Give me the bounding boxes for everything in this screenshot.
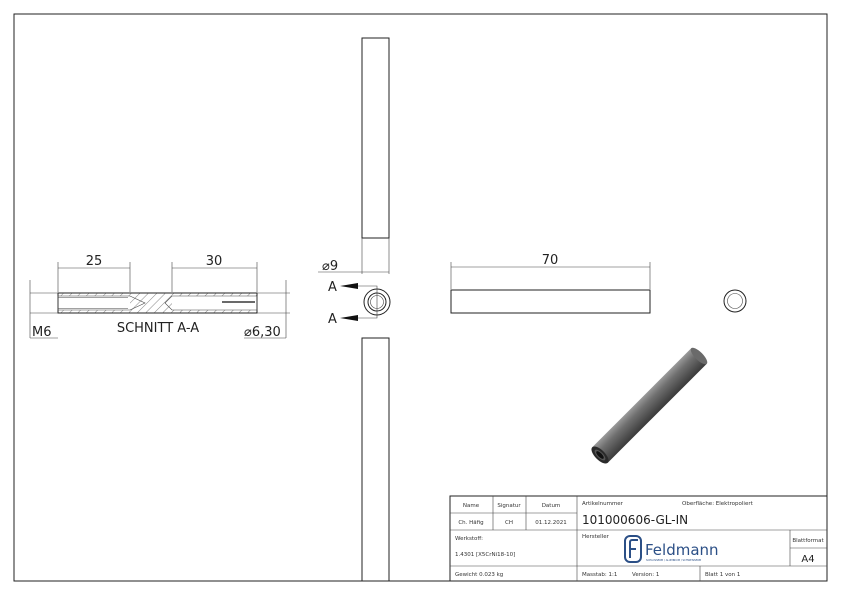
isometric-rod	[591, 347, 708, 464]
logo-tagline: SCHLOSSEREI / ALUMINIUM / SCHWEISSEREI	[646, 558, 702, 562]
format-value: A4	[801, 554, 814, 565]
title-block: Name Signatur Datum Ch. Häfig CH 01.12.2…	[449, 495, 828, 582]
manufacturer-label: Hersteller	[582, 534, 610, 540]
section-view: 25 30 M6 ⌀6,30 SCHNITT A-A	[29, 254, 290, 340]
feldmann-logo: Feldmann SCHLOSSEREI / ALUMINIUM / SCHWE…	[624, 535, 719, 563]
name-label: Name	[463, 503, 480, 509]
scale: Masstab: 1:1	[582, 572, 617, 578]
thread-label: M6	[32, 325, 52, 340]
material-value: 1.4301 [X5CrNi18-10]	[455, 552, 515, 558]
logo-text: Feldmann	[645, 541, 719, 559]
surface-label: Oberfläche: Elektropoliert	[682, 501, 754, 507]
section-mark-bottom: A	[328, 312, 337, 327]
format-label: Blattformat	[792, 538, 824, 544]
date-value: 01.12.2021	[535, 520, 567, 526]
weight: Gewicht 0.023 kg	[455, 572, 503, 578]
article-number: 101000606-GL-IN	[582, 513, 688, 527]
dim-bore-length: 30	[206, 254, 223, 269]
drawing-frame	[13, 13, 828, 582]
signature-label: Signatur	[497, 503, 521, 509]
sheet: Blatt 1 von 1	[705, 572, 740, 578]
side-view: 70	[450, 253, 747, 314]
name-value: Ch. Häfig	[458, 520, 483, 526]
version: Version: 1	[632, 572, 659, 578]
side-length: 70	[542, 253, 559, 268]
section-mark-top: A	[328, 280, 337, 295]
section-title: SCHNITT A-A	[117, 321, 199, 336]
dim-thread-length: 25	[86, 254, 103, 269]
article-label: Artikelnummer	[582, 501, 624, 507]
bore-diameter: ⌀6,30	[244, 325, 281, 340]
signature-value: CH	[505, 520, 513, 526]
date-label: Datum	[542, 503, 561, 509]
front-diameter: ⌀9	[322, 259, 338, 274]
material-label: Werkstoff:	[455, 536, 483, 542]
front-view: ⌀9 A A	[318, 37, 391, 582]
